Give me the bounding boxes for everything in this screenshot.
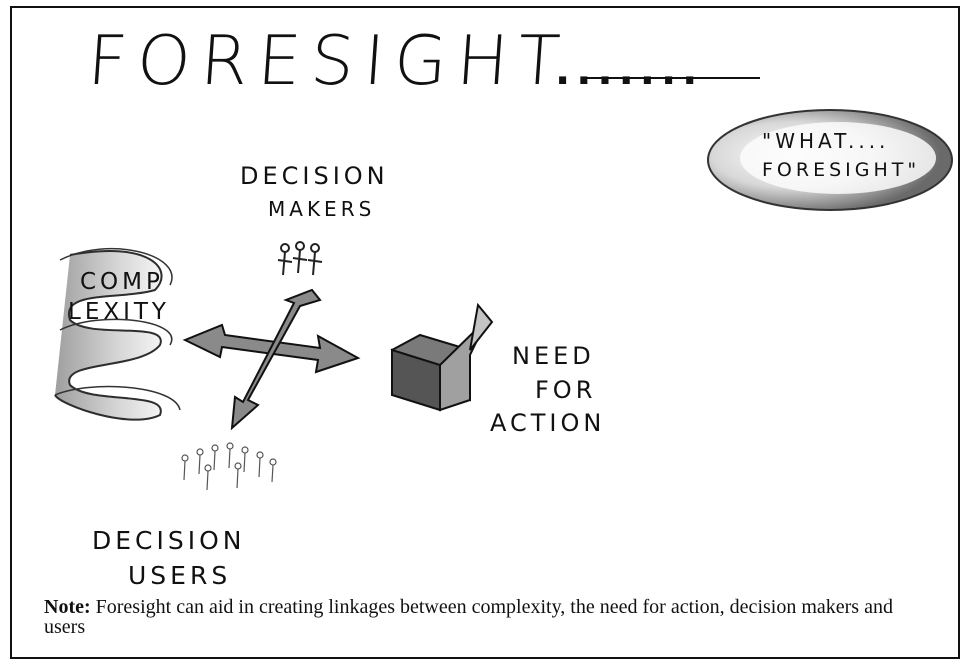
note-label: Note: bbox=[44, 596, 91, 618]
decision-users-figures bbox=[181, 442, 277, 491]
note-text: Foresight can aid in creating linkages b… bbox=[44, 596, 893, 638]
decision-users-label-1: DECISION bbox=[92, 526, 246, 555]
decision-users-label-2: USERS bbox=[128, 561, 232, 590]
bubble-line-2: FORESIGHT" bbox=[762, 159, 921, 181]
diagonal-double-arrow bbox=[230, 288, 322, 431]
need-for-action-label-1: NEED bbox=[512, 342, 595, 370]
need-for-action-label-2: FOR bbox=[535, 376, 597, 404]
need-for-action-label-3: ACTION bbox=[490, 409, 606, 437]
bubble-line-1: "WHAT.... bbox=[762, 129, 890, 153]
title: FORESIGHT bbox=[85, 22, 573, 101]
title-dots: ....... bbox=[555, 48, 704, 94]
complexity-cloud bbox=[54, 247, 181, 421]
decision-makers-label-2: MAKERS bbox=[268, 197, 376, 221]
need-for-action-arrow bbox=[390, 302, 494, 412]
figure-note: Note: Foresight can aid in creating link… bbox=[44, 597, 924, 637]
complexity-label-1: COMP bbox=[80, 269, 164, 295]
decision-makers-figures bbox=[277, 241, 323, 276]
complexity-label-2: LEXITY bbox=[68, 299, 170, 325]
what-foresight-bubble bbox=[707, 109, 953, 211]
decision-makers-label-1: DECISION bbox=[240, 162, 389, 190]
